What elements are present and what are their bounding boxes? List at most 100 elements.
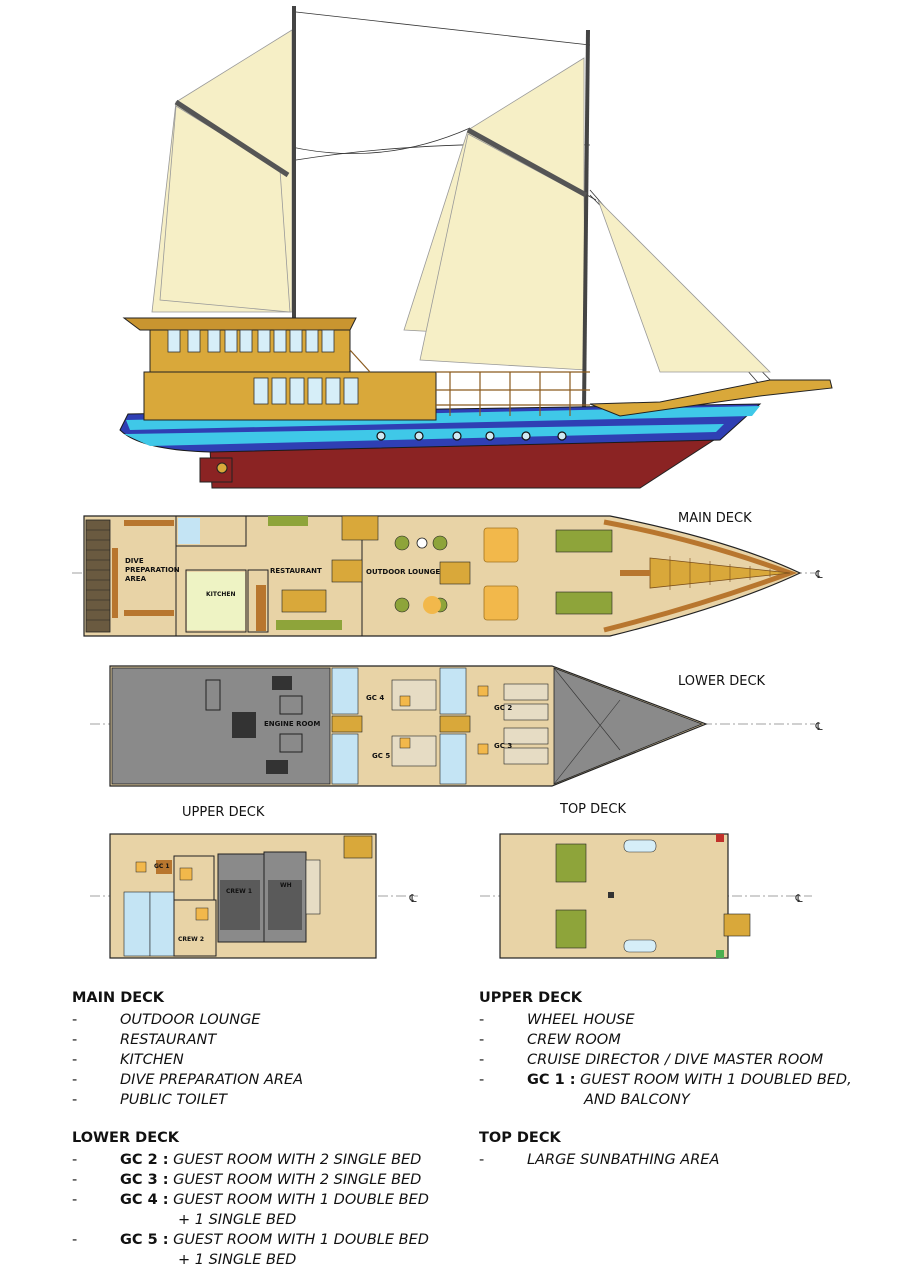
stern-grate-lines	[86, 529, 110, 621]
starboard-light-icon	[716, 950, 724, 958]
hull-cyan-stripe-2	[124, 424, 724, 446]
portholes	[376, 431, 567, 441]
engine-ladder	[205, 679, 221, 711]
top-bench	[268, 516, 308, 526]
legend-top-deck-heading: TOP DECK	[479, 1130, 561, 1146]
upper-deck-plan: UPPER DECK ℄ GC 1 CREW 1 CREW 2 WH	[90, 805, 418, 959]
legend-item-text: PUBLIC TOILET	[120, 1092, 228, 1108]
label-crew1: CREW 1	[226, 888, 252, 895]
legend-item-text: AND BALCONY	[584, 1092, 690, 1108]
legend-code: GC 2 :	[120, 1152, 169, 1168]
dash: -	[72, 1152, 78, 1168]
legend-item-text: OUTDOOR LOUNGE	[120, 1012, 261, 1028]
lounge-table-bottom	[423, 596, 441, 614]
main-deck-sunbeds	[555, 529, 613, 615]
cabin-windows	[167, 329, 359, 405]
top-deck-vents	[623, 839, 657, 953]
label-gc5: GC 5	[372, 752, 390, 760]
label-crew2: CREW 2	[178, 936, 204, 943]
legend-top-deck: TOP DECK -LARGE SUNBATHING AREA	[479, 1128, 879, 1170]
centerline-mark: ℄	[794, 892, 804, 905]
upper-deck-title: UPPER DECK	[182, 805, 265, 820]
legend-item: -GC 3 : GUEST ROOM WITH 2 SINGLE BED	[72, 1170, 462, 1190]
wheel-house-console	[305, 859, 321, 915]
legend-item-text: RESTAURANT	[120, 1032, 217, 1048]
label-gc3: GC 3	[494, 742, 512, 750]
top-deck-sunbeds	[555, 843, 587, 949]
upper-toilet-2	[149, 891, 175, 957]
dash: -	[72, 1012, 78, 1028]
legend-main-deck: MAIN DECK -OUTDOOR LOUNGE -RESTAURANT -K…	[72, 988, 452, 1110]
label-dive-3: AREA	[125, 575, 147, 583]
legend-lower-deck-heading: LOWER DECK	[72, 1130, 179, 1146]
engine-hatch-1	[279, 695, 303, 715]
crew2-room	[173, 899, 217, 957]
dash: -	[72, 1232, 78, 1248]
legend-item-text: GUEST ROOM WITH 2 SINGLE BED	[173, 1152, 422, 1168]
legend-item-text: GUEST ROOM WITH 2 SINGLE BED	[173, 1172, 422, 1188]
centerline-mark: ℄	[814, 720, 824, 733]
legend-code: GC 4 :	[120, 1192, 169, 1208]
lower-chairs	[399, 685, 489, 755]
legend-item: -GC 4 : GUEST ROOM WITH 1 DOUBLE BED	[72, 1190, 462, 1210]
bow-storage	[553, 667, 704, 785]
stair-upper	[341, 515, 379, 541]
upper-toilet-1	[123, 891, 151, 957]
side-elevation	[119, 6, 833, 489]
legend-item-text: + 1 SINGLE BED	[178, 1212, 297, 1228]
legend-item: - GC 2 : GUEST ROOM WITH 2 SINGLE BED	[72, 1150, 462, 1170]
legend-code: GC 5 :	[120, 1232, 169, 1248]
engine-room	[111, 667, 331, 785]
label-restaurant: RESTAURANT	[270, 567, 322, 575]
restaurant-bench	[276, 620, 342, 630]
legend-item-text: GUEST ROOM WITH 1 DOUBLED BED,	[580, 1072, 852, 1088]
engine-machinery	[232, 676, 292, 774]
hull-cyan-stripe	[126, 406, 760, 430]
label-gc4: GC 4	[366, 694, 384, 702]
booms	[174, 99, 588, 198]
legend-item-text: GUEST ROOM WITH 1 DOUBLE BED	[173, 1232, 429, 1248]
lower-deck-title: LOWER DECK	[678, 674, 766, 689]
legend-item-text: CRUISE DIRECTOR / DIVE MASTER ROOM	[527, 1052, 824, 1068]
centerline-mark: ℄	[814, 568, 824, 581]
centerline-mark: ℄	[408, 892, 418, 905]
bow-storage-lines	[553, 667, 621, 785]
main-deck-plan: MAIN DECK ℄	[72, 511, 824, 637]
top-deck-title: TOP DECK	[559, 802, 626, 817]
outdoor-dining-tables	[483, 527, 519, 621]
lounge-table-top	[416, 537, 428, 549]
legend-item: -WHEEL HOUSE	[479, 1010, 879, 1030]
lower-beds	[391, 679, 549, 767]
dash: -	[72, 1052, 78, 1068]
legend-item-text: DIVE PREPARATION AREA	[120, 1072, 304, 1088]
stair-main	[331, 559, 363, 583]
gc1-desk	[156, 860, 172, 874]
upper-stair	[343, 835, 373, 859]
legend-upper-deck-heading: UPPER DECK	[479, 990, 582, 1006]
legend-item-text: KITCHEN	[120, 1052, 184, 1068]
legend-item: -CREW ROOM	[479, 1030, 879, 1050]
upper-chairs	[135, 861, 209, 921]
dash: -	[72, 1032, 78, 1048]
lounge-steps	[439, 561, 471, 585]
lower-stair-1	[331, 715, 363, 733]
legend-item-continued: + 1 SINGLE BED	[72, 1250, 462, 1270]
kitchen-area	[187, 572, 245, 630]
lower-toilets	[331, 667, 467, 785]
legend-item-text: + 1 SINGLE BED	[178, 1252, 297, 1268]
legend-item-continued: AND BALCONY	[479, 1090, 879, 1110]
bowsprit	[589, 379, 833, 417]
masts	[292, 6, 590, 411]
lower-stair-2	[439, 715, 471, 733]
label-gc1: GC 1	[154, 863, 170, 870]
sails	[151, 29, 771, 373]
bowsprit-plan	[620, 570, 650, 576]
rudder	[199, 457, 233, 483]
main-deck-title: MAIN DECK	[678, 511, 752, 526]
mast-step-icon	[608, 892, 614, 898]
top-deck-plan: TOP DECK ℄	[480, 802, 812, 959]
dash: -	[479, 1072, 485, 1088]
legend-item-text: GUEST ROOM WITH 1 DOUBLE BED	[173, 1192, 429, 1208]
dash: -	[479, 1012, 485, 1028]
